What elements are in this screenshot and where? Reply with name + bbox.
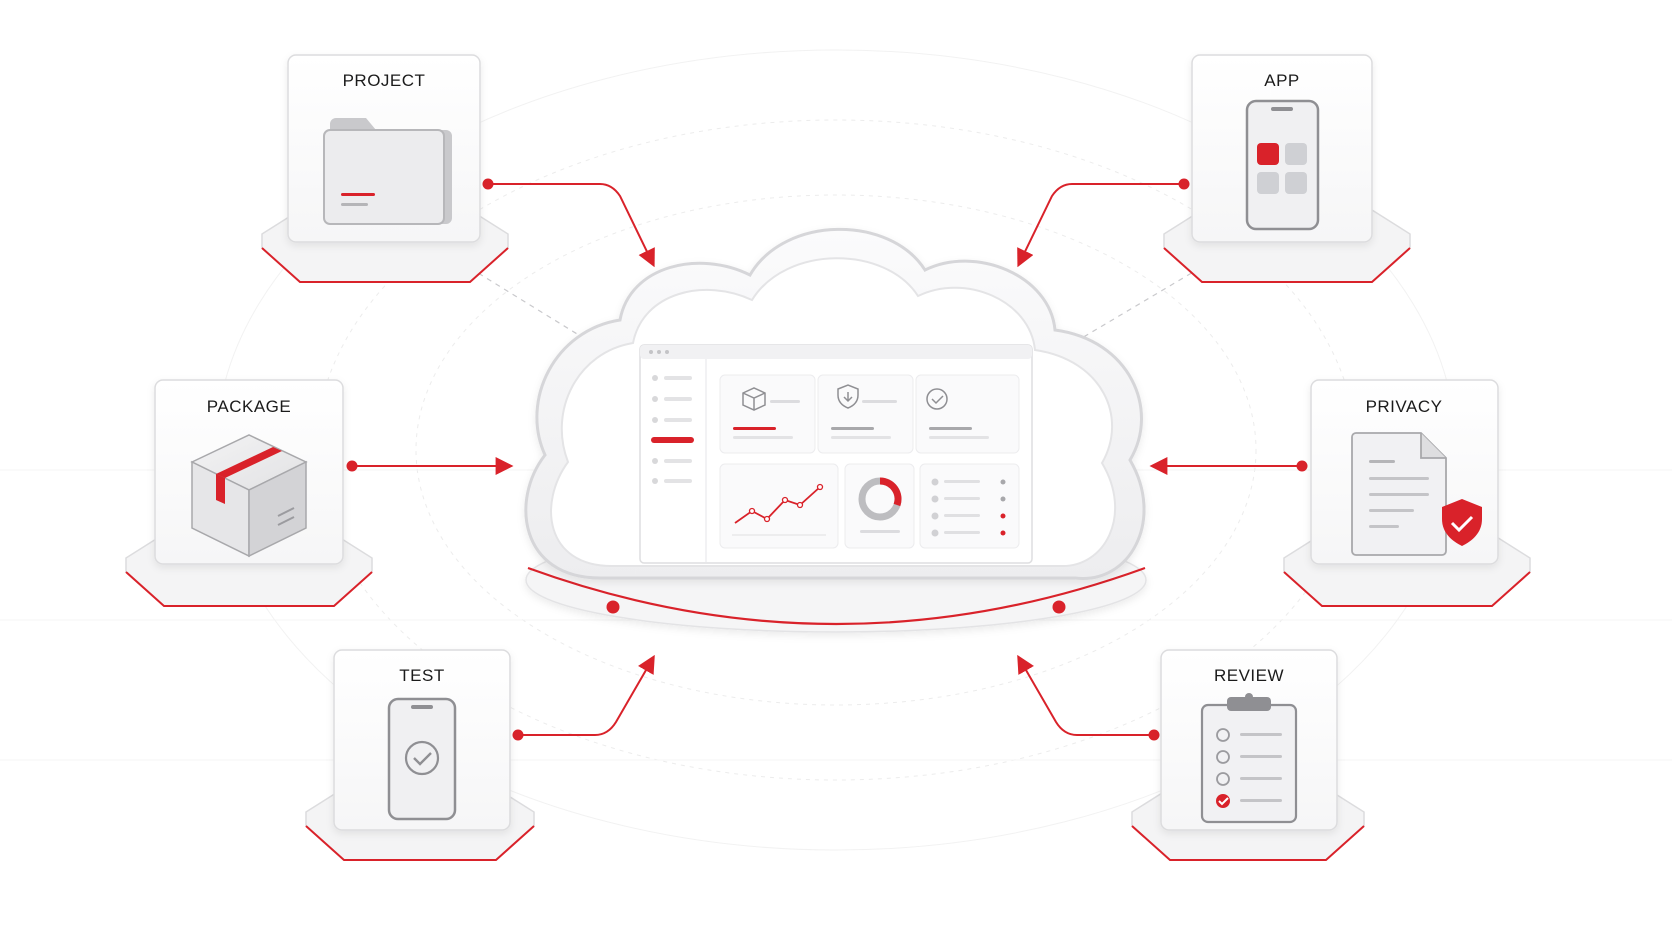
dashboard-tile-cube [719,374,816,454]
node-app[interactable]: APP [1163,54,1411,283]
cube-icon [742,387,766,411]
node-privacy[interactable]: PRIVACY [1283,379,1531,607]
node-package[interactable]: PACKAGE [125,379,373,607]
dashboard-list [919,463,1020,549]
dashboard-tile-check [915,374,1020,454]
connector-review [1017,654,1160,741]
connector-app [1017,178,1190,268]
dashboard-line-chart [719,463,839,549]
mobile-app-grid-icon [1245,99,1320,231]
clipboard-checklist-icon [1200,693,1298,824]
node-test-label: TEST [399,666,444,685]
platform-node-right [1052,600,1066,614]
phone-check-icon [387,697,457,821]
node-test[interactable]: TEST [305,649,535,861]
connectors [346,178,1308,741]
node-package-label: PACKAGE [207,397,291,416]
dashboard-sidebar [651,375,694,484]
node-privacy-label: PRIVACY [1366,397,1443,416]
connector-project [482,178,655,268]
shield-download-icon [837,384,859,409]
platform-node-left [606,600,620,614]
node-app-label: APP [1264,71,1300,90]
node-review-label: REVIEW [1214,666,1284,685]
connector-privacy [1149,457,1308,475]
node-project-label: PROJECT [343,71,426,90]
package-box-icon [190,434,308,558]
node-review[interactable]: REVIEW [1131,649,1365,861]
dashboard-donut-chart [844,463,915,549]
folder-icon [323,118,452,225]
dashboard-tile-shield [817,374,914,454]
check-circle-icon [926,388,948,410]
central-cloud [524,227,1147,633]
connector-test [512,654,655,741]
dashboard-window [639,344,1033,564]
dashed-guides [469,267,1201,346]
connector-package [346,457,514,475]
privacy-document-shield-icon [1351,432,1482,556]
node-project[interactable]: PROJECT [261,54,509,283]
